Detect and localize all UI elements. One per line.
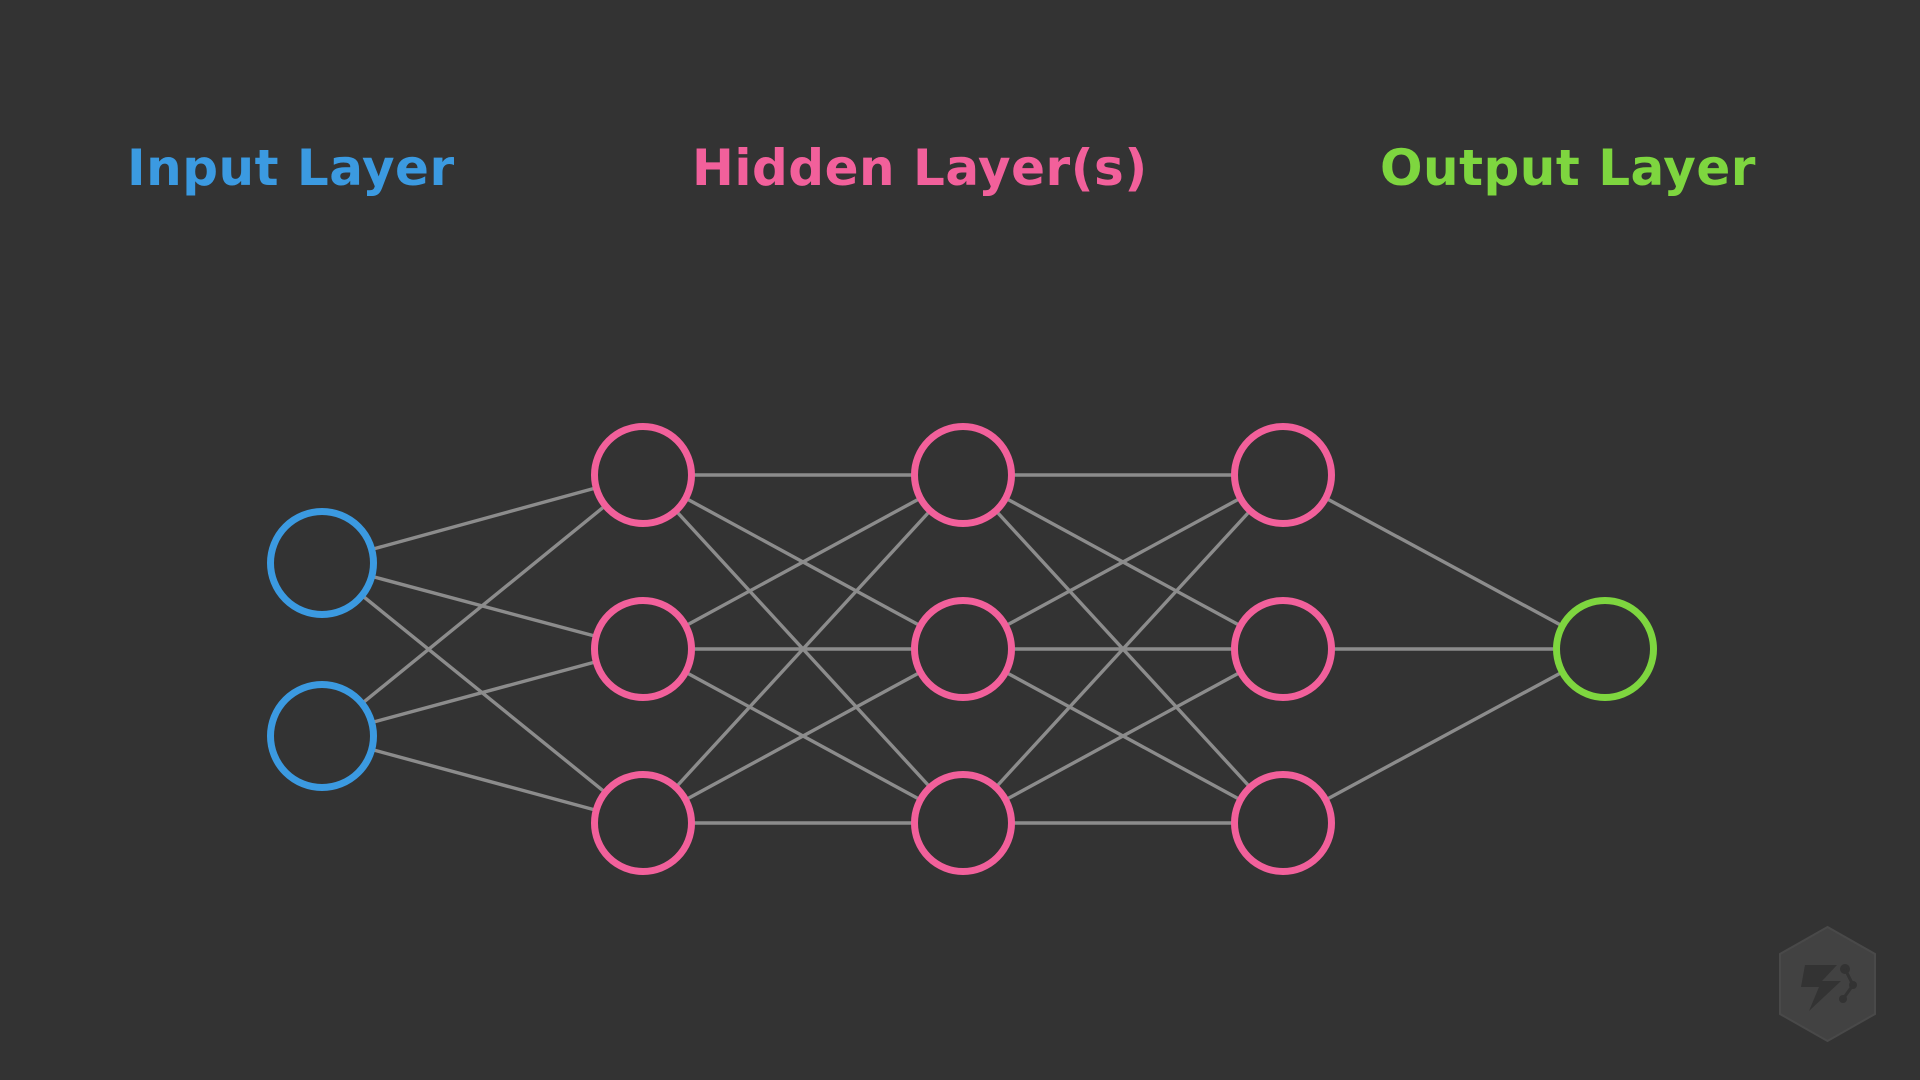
connection-line bbox=[1006, 672, 1240, 800]
neuron-node-o1[interactable] bbox=[1553, 597, 1657, 701]
connection-line bbox=[373, 487, 595, 551]
neuron-node-h1_3[interactable] bbox=[591, 771, 695, 875]
connection-line bbox=[363, 595, 605, 792]
neuron-node-h2_2[interactable] bbox=[911, 597, 1015, 701]
neuron-node-i2[interactable] bbox=[267, 681, 377, 791]
neuron-node-i1[interactable] bbox=[267, 508, 377, 618]
neuron-nodes-group bbox=[267, 423, 1657, 875]
connection-line bbox=[686, 672, 920, 800]
neuron-node-h3_3[interactable] bbox=[1231, 771, 1335, 875]
connection-line bbox=[996, 511, 1250, 787]
neuron-node-h1_1[interactable] bbox=[591, 423, 695, 527]
neuron-node-h2_1[interactable] bbox=[911, 423, 1015, 527]
connection-line bbox=[1006, 498, 1240, 626]
connection-line bbox=[1327, 672, 1561, 800]
connection-line bbox=[1327, 498, 1561, 626]
connection-line bbox=[676, 511, 930, 787]
connection-line bbox=[362, 506, 605, 703]
hidden-layer-label: Hidden Layer(s) bbox=[692, 139, 1148, 197]
input-layer-label: Input Layer bbox=[127, 139, 455, 197]
brand-watermark-icon bbox=[1779, 925, 1876, 1043]
neuron-node-h3_2[interactable] bbox=[1231, 597, 1335, 701]
connection-line bbox=[373, 660, 595, 724]
connection-edges-group bbox=[362, 473, 1561, 825]
connection-line bbox=[373, 748, 595, 812]
neuron-node-h1_2[interactable] bbox=[591, 597, 695, 701]
output-layer-label: Output Layer bbox=[1380, 139, 1756, 197]
neuron-node-h3_1[interactable] bbox=[1231, 423, 1335, 527]
neuron-node-h2_3[interactable] bbox=[911, 771, 1015, 875]
connection-line bbox=[686, 498, 920, 626]
